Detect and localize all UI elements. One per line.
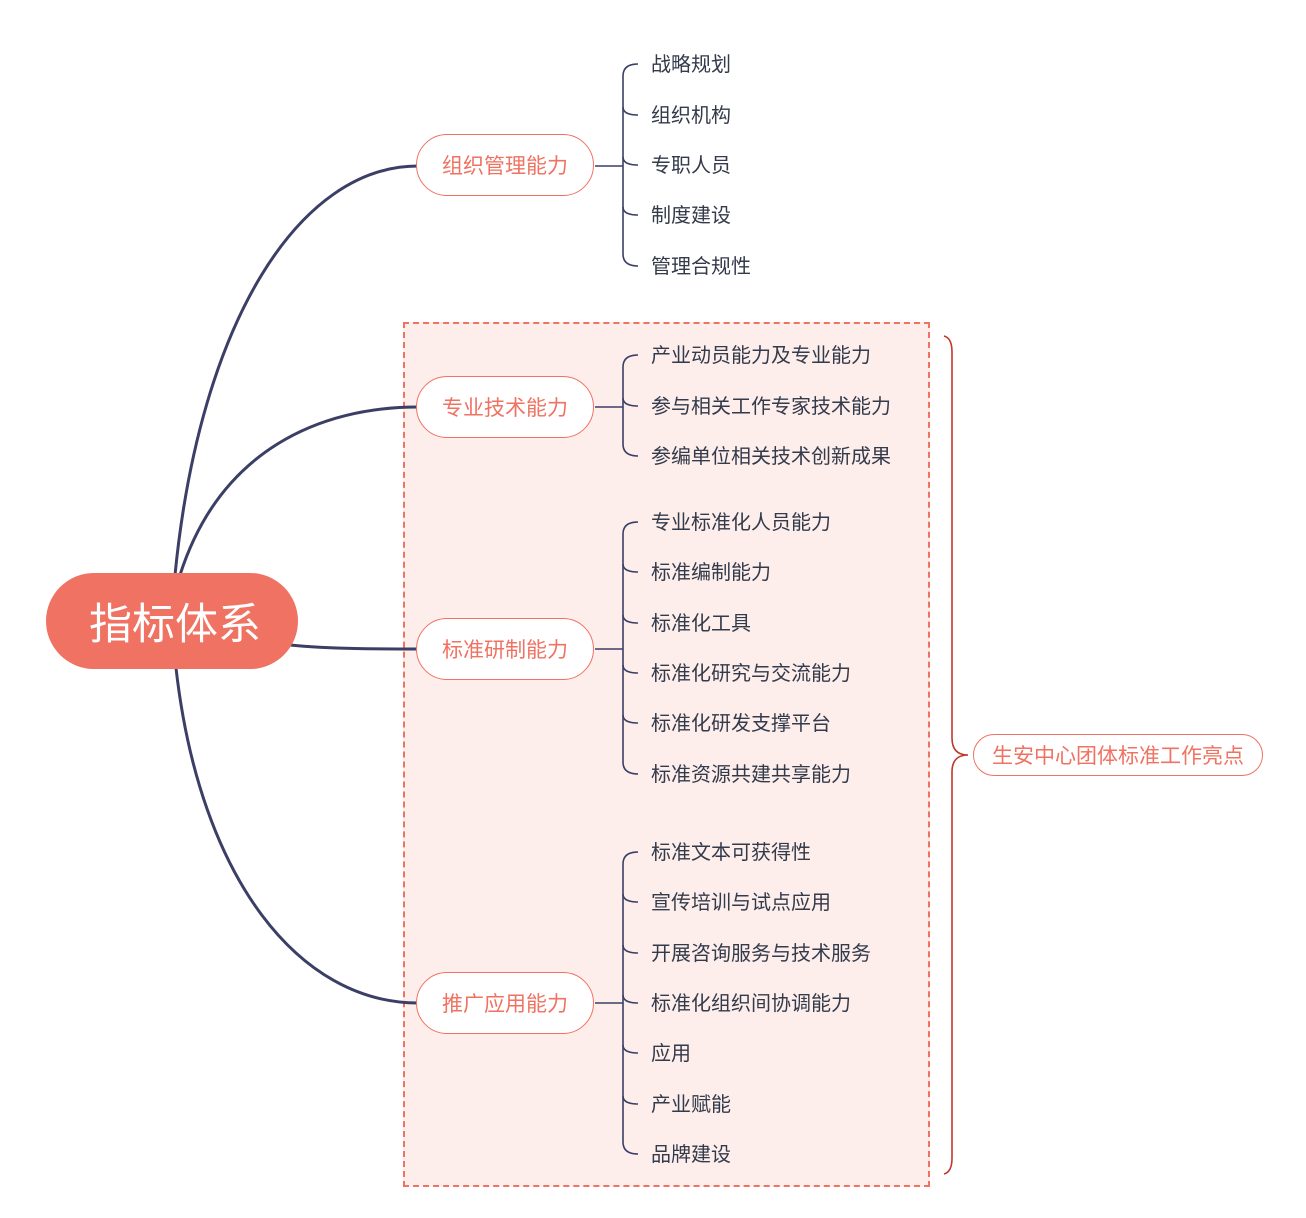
bracket-tick	[622, 994, 639, 1004]
callout-node-highlights[interactable]: 生安中心团体标准工作亮点	[973, 734, 1263, 776]
bracket-tick	[622, 106, 639, 116]
leaf-item[interactable]: 参与相关工作专家技术能力	[651, 394, 891, 418]
bracket-tick	[622, 944, 639, 954]
leaf-item[interactable]: 开展咨询服务与技术服务	[651, 941, 871, 965]
leaf-item[interactable]: 品牌建设	[651, 1142, 731, 1166]
branch-label: 专业技术能力	[442, 396, 568, 420]
branch-node-standard-development[interactable]: 标准研制能力	[416, 618, 594, 680]
bracket-tick	[622, 397, 639, 407]
bracket-tick	[622, 563, 639, 573]
leaf-item[interactable]: 标准化研发支撑平台	[651, 711, 831, 735]
leaf-item[interactable]: 标准化组织间协调能力	[651, 991, 851, 1015]
bracket-trunk	[622, 521, 639, 775]
bracket-trunk	[622, 851, 639, 1155]
callout-brace	[943, 335, 969, 1175]
edge-root-to-branch-4	[174, 667, 419, 1005]
bracket-tick	[622, 664, 639, 674]
leaf-item[interactable]: 管理合规性	[651, 254, 751, 278]
leaf-item[interactable]: 标准资源共建共享能力	[651, 762, 851, 786]
bracket-tick	[622, 1044, 639, 1054]
edge-root-to-branch-3	[289, 643, 419, 651]
branch-node-promotion-application[interactable]: 推广应用能力	[416, 972, 594, 1034]
bracket-tick	[622, 893, 639, 903]
leaf-item[interactable]: 参编单位相关技术创新成果	[651, 444, 891, 468]
leaf-item[interactable]: 标准化工具	[651, 611, 751, 635]
branch-node-professional-technical[interactable]: 专业技术能力	[416, 376, 594, 438]
leaf-item[interactable]: 制度建设	[651, 203, 731, 227]
leaf-item[interactable]: 组织机构	[651, 103, 731, 127]
leaf-item[interactable]: 应用	[651, 1041, 691, 1065]
leaf-item[interactable]: 战略规划	[651, 52, 731, 76]
leaf-item[interactable]: 标准文本可获得性	[651, 840, 811, 864]
bracket-tick	[622, 156, 639, 166]
branch-label: 推广应用能力	[442, 992, 568, 1016]
highlight-region	[403, 322, 930, 1187]
bracket-tick	[622, 614, 639, 624]
edge-root-to-branch-1	[173, 164, 419, 576]
bracket-tick	[622, 714, 639, 724]
bracket-trunk	[622, 354, 639, 457]
bracket-tick	[622, 206, 639, 216]
leaf-item[interactable]: 产业赋能	[651, 1092, 731, 1116]
bracket-tick	[622, 1095, 639, 1105]
root-node[interactable]: 指标体系	[46, 573, 298, 669]
leaf-item[interactable]: 专职人员	[651, 153, 731, 177]
bracket-trunk	[622, 63, 639, 267]
root-label: 指标体系	[89, 600, 261, 650]
leaf-item[interactable]: 宣传培训与试点应用	[651, 890, 831, 914]
branch-label: 组织管理能力	[442, 154, 568, 178]
branch-label: 标准研制能力	[442, 638, 568, 662]
leaf-item[interactable]: 产业动员能力及专业能力	[651, 343, 871, 367]
branch-node-organization-management[interactable]: 组织管理能力	[416, 134, 594, 196]
leaf-item[interactable]: 标准编制能力	[651, 560, 771, 584]
leaf-bracket-lines	[595, 63, 639, 1155]
leaf-item[interactable]: 标准化研究与交流能力	[651, 661, 851, 685]
leaf-item[interactable]: 专业标准化人员能力	[651, 510, 831, 534]
edge-root-to-branch-2	[178, 405, 419, 576]
callout-label: 生安中心团体标准工作亮点	[992, 744, 1244, 768]
